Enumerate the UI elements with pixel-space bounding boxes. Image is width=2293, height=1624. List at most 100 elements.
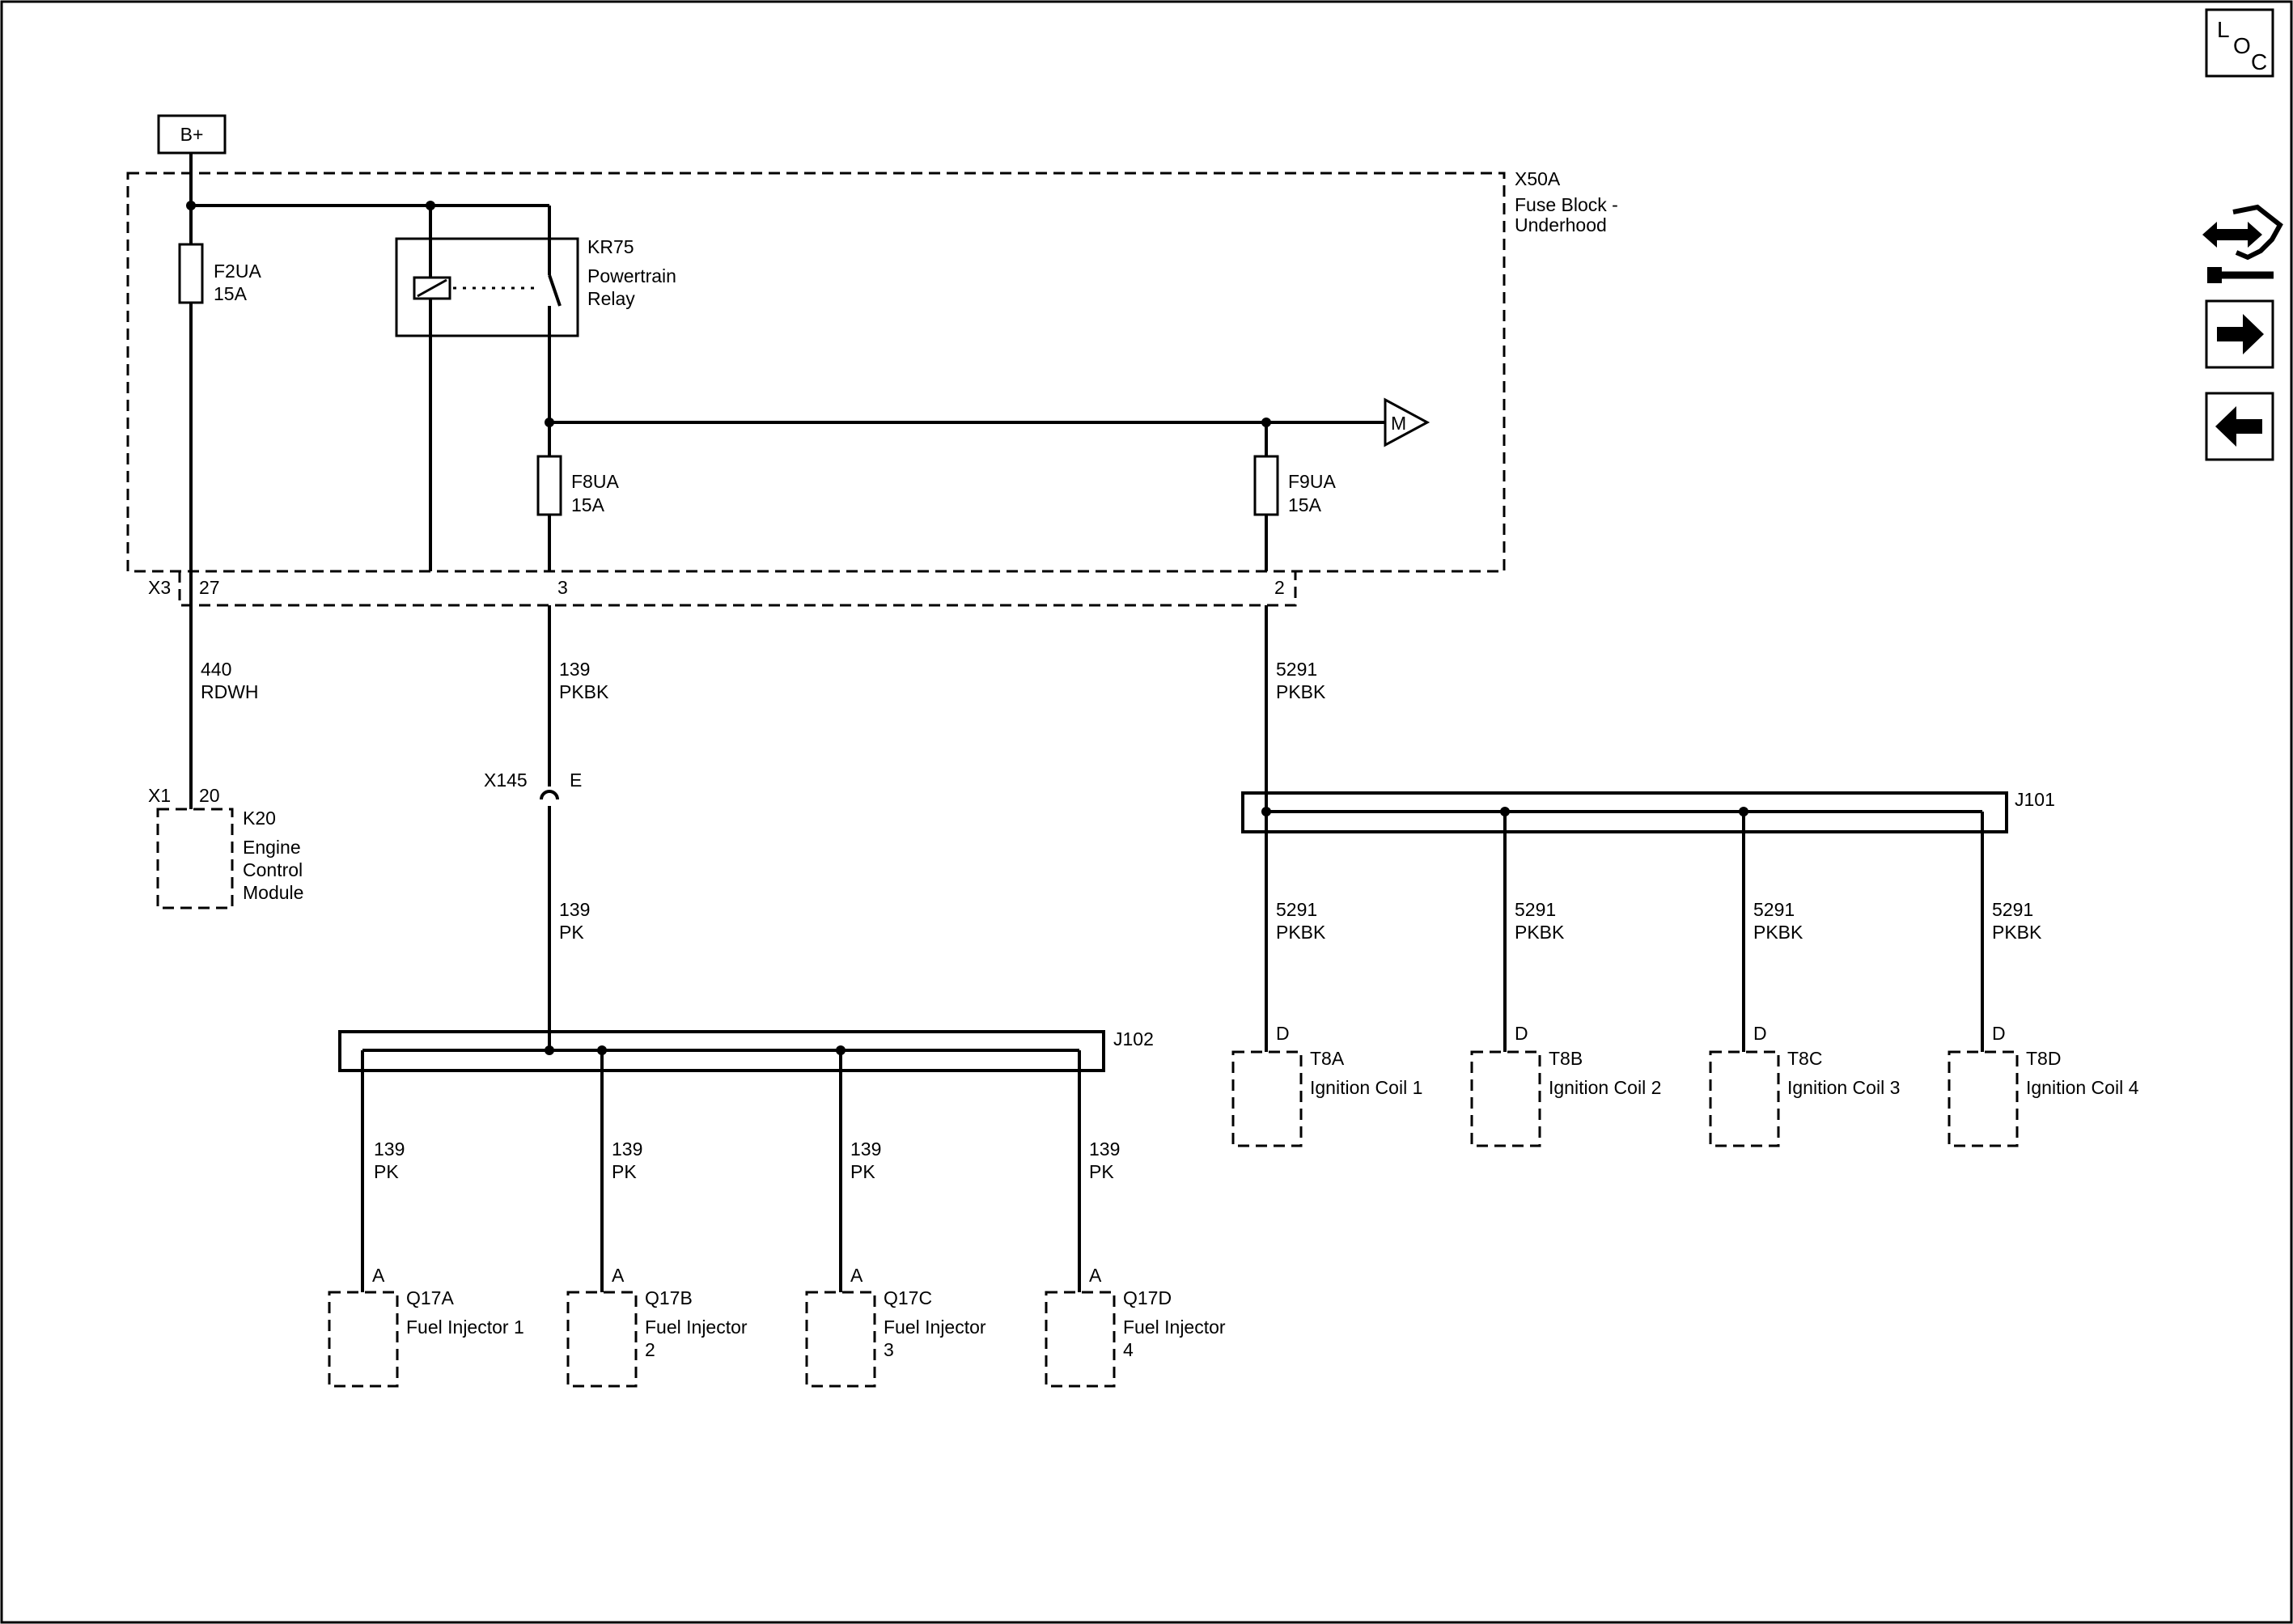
injector3-id: Q17C bbox=[884, 1287, 932, 1308]
injector2-name-line2: 2 bbox=[645, 1339, 655, 1360]
injector4-pin: A bbox=[1089, 1265, 1102, 1286]
injector1-circuit: 139 bbox=[374, 1138, 405, 1160]
injector3-circuit: 139 bbox=[850, 1138, 881, 1160]
wire-139-pkbk-color: PKBK bbox=[559, 681, 609, 702]
x3-pin-27: 27 bbox=[199, 577, 220, 598]
splice-pack-j102 bbox=[338, 1030, 1105, 1072]
ecm-connector-label: X1 bbox=[148, 785, 171, 806]
x3-connector-label: X3 bbox=[148, 577, 171, 598]
fuse-f9ua-name: F9UA bbox=[1288, 471, 1336, 492]
fuse-f8ua-name: F8UA bbox=[571, 471, 619, 492]
injector2-pin: A bbox=[612, 1265, 625, 1286]
injector4-id: Q17D bbox=[1123, 1287, 1172, 1308]
component-locator-button[interactable]: L O C bbox=[2205, 8, 2274, 78]
x145-inline-connector bbox=[540, 790, 559, 800]
coil4-color: PKBK bbox=[1992, 922, 2042, 943]
ecm-id: K20 bbox=[243, 808, 276, 829]
injector3-name-line1: Fuel Injector bbox=[884, 1317, 986, 1338]
coil2-color: PKBK bbox=[1515, 922, 1565, 943]
ecm-module-box bbox=[156, 808, 234, 910]
injector1-pin: A bbox=[372, 1265, 385, 1286]
x145-connector-label: X145 bbox=[484, 770, 528, 791]
x145-pin: E bbox=[570, 770, 582, 791]
battery-source-label: B+ bbox=[180, 124, 204, 145]
m-reference-label: M bbox=[1391, 413, 1406, 434]
x3-pin-2: 2 bbox=[1274, 577, 1285, 598]
injector2-id: Q17B bbox=[645, 1287, 693, 1308]
coil3-color: PKBK bbox=[1753, 922, 1803, 943]
coil3-box bbox=[1709, 1050, 1780, 1147]
back-arrow-icon[interactable] bbox=[2205, 392, 2274, 461]
injector3-color: PK bbox=[850, 1161, 875, 1182]
fuse-f8ua-rating: 15A bbox=[571, 494, 605, 515]
injector4-name-line1: Fuel Injector bbox=[1123, 1317, 1226, 1338]
loc-letter-l: L bbox=[2217, 17, 2230, 42]
coil3-circuit: 5291 bbox=[1753, 899, 1795, 920]
connector-view-icon[interactable] bbox=[2202, 204, 2283, 283]
fuse-f9ua-rating: 15A bbox=[1288, 494, 1322, 515]
ecm-name-line3: Module bbox=[243, 882, 303, 903]
injector3-pin: A bbox=[850, 1265, 863, 1286]
coil4-pin: D bbox=[1992, 1023, 2006, 1044]
x3-connector-outline bbox=[178, 571, 1297, 607]
j102-dot-feed bbox=[545, 1045, 554, 1055]
injector4-box bbox=[1045, 1291, 1116, 1388]
loc-letter-o: O bbox=[2233, 33, 2251, 58]
coil4-circuit: 5291 bbox=[1992, 899, 2033, 920]
injector4-circuit: 139 bbox=[1089, 1138, 1120, 1160]
ecm-name-line1: Engine bbox=[243, 837, 301, 858]
coil1-circuit: 5291 bbox=[1276, 899, 1317, 920]
relay-coil-diagonal bbox=[417, 278, 447, 298]
coil1-pin: D bbox=[1276, 1023, 1290, 1044]
coil1-color: PKBK bbox=[1276, 922, 1326, 943]
fuse-f2ua-name: F2UA bbox=[214, 261, 261, 282]
fuse-f9ua bbox=[1253, 455, 1279, 516]
loc-letter-c: C bbox=[2251, 49, 2267, 74]
coil2-circuit: 5291 bbox=[1515, 899, 1556, 920]
fuse-block-outline bbox=[126, 172, 1506, 573]
injector4-color: PK bbox=[1089, 1161, 1114, 1182]
injector2-box bbox=[566, 1291, 638, 1388]
relay-name-line2: Relay bbox=[587, 288, 635, 309]
coil1-id: T8A bbox=[1310, 1048, 1345, 1069]
wire-139-pk-color: PK bbox=[559, 922, 584, 943]
x3-pin-3: 3 bbox=[557, 577, 568, 598]
injector1-name-line1: Fuel Injector 1 bbox=[406, 1317, 524, 1338]
coil3-name: Ignition Coil 3 bbox=[1787, 1077, 1900, 1098]
coil3-id: T8C bbox=[1787, 1048, 1822, 1069]
splice-pack-j101 bbox=[1241, 791, 2008, 833]
splice-pack-j101-label: J101 bbox=[2015, 789, 2055, 810]
fuse-f2ua bbox=[178, 243, 204, 304]
injector1-id: Q17A bbox=[406, 1287, 454, 1308]
splice-pack-j102-label: J102 bbox=[1113, 1028, 1154, 1049]
wire-139-pk-circuit: 139 bbox=[559, 899, 590, 920]
relay-id: KR75 bbox=[587, 236, 634, 257]
relay-name-line1: Powertrain bbox=[587, 265, 676, 286]
coil1-name: Ignition Coil 1 bbox=[1310, 1077, 1422, 1098]
ecm-pin: 20 bbox=[199, 785, 220, 806]
fuse-f8ua bbox=[536, 455, 562, 516]
relay-switch-contact bbox=[548, 274, 562, 307]
injector4-name-line2: 4 bbox=[1123, 1339, 1134, 1360]
coil1-box bbox=[1231, 1050, 1303, 1147]
wire-440-color: RDWH bbox=[201, 681, 259, 702]
relay-kr75-box bbox=[395, 237, 579, 337]
coil4-name: Ignition Coil 4 bbox=[2026, 1077, 2139, 1098]
injector3-name-line2: 3 bbox=[884, 1339, 894, 1360]
m-reference-arrow bbox=[1384, 397, 1430, 447]
injector1-color: PK bbox=[374, 1161, 399, 1182]
coil4-id: T8D bbox=[2026, 1048, 2061, 1069]
wire-139-pkbk-circuit: 139 bbox=[559, 659, 590, 680]
fuse-block-name-line1: Fuse Block - bbox=[1515, 194, 1618, 215]
wire-5291-color: PKBK bbox=[1276, 681, 1326, 702]
injector2-color: PK bbox=[612, 1161, 637, 1182]
next-arrow-icon[interactable] bbox=[2205, 299, 2274, 369]
injector1-box bbox=[328, 1291, 399, 1388]
coil2-id: T8B bbox=[1549, 1048, 1583, 1069]
coil4-box bbox=[1948, 1050, 2019, 1147]
coil3-pin: D bbox=[1753, 1023, 1767, 1044]
coil2-box bbox=[1470, 1050, 1541, 1147]
coil2-pin: D bbox=[1515, 1023, 1528, 1044]
coil2-name: Ignition Coil 2 bbox=[1549, 1077, 1661, 1098]
